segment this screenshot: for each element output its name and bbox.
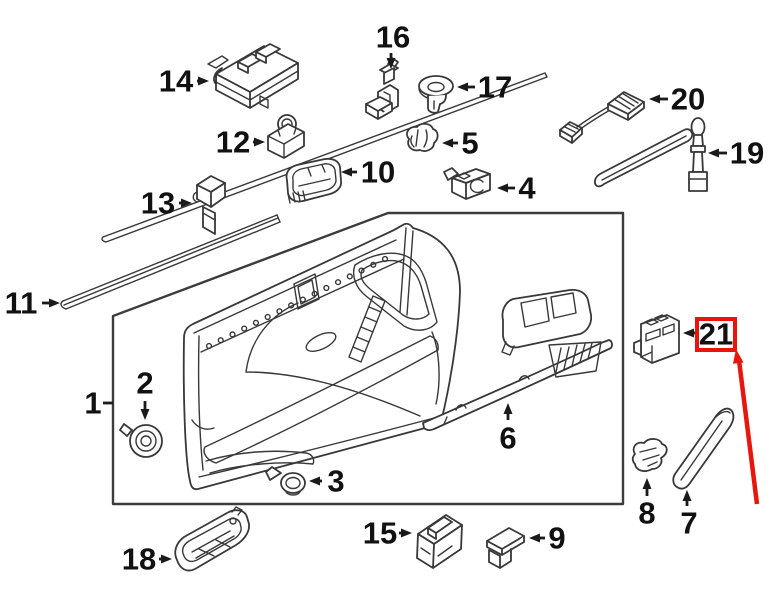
screw-hole-dot bbox=[252, 319, 260, 326]
leader-arrow-15 bbox=[399, 528, 412, 538]
part-label-11[interactable]: 11 bbox=[5, 286, 38, 321]
part-label-20[interactable]: 20 bbox=[671, 82, 705, 117]
leader-arrow-4 bbox=[497, 183, 515, 193]
part-7-trim-wedge bbox=[672, 407, 735, 490]
screw-hole-dot bbox=[229, 331, 236, 338]
part-label-17[interactable]: 17 bbox=[478, 70, 512, 105]
leader-arrow-12 bbox=[253, 137, 265, 147]
part-label-6[interactable]: 6 bbox=[499, 421, 516, 456]
leader-arrow-3 bbox=[309, 476, 322, 486]
leader-arrow-9 bbox=[529, 533, 545, 543]
highlight-arrowhead bbox=[733, 349, 744, 364]
part-6-trim-strip bbox=[422, 339, 613, 431]
leader-arrow-10 bbox=[341, 167, 357, 177]
regulator-rail-hatch bbox=[348, 295, 386, 363]
part-2-tweeter-speaker bbox=[119, 423, 163, 458]
leader-arrow-13 bbox=[179, 198, 192, 208]
highlight-arrow bbox=[736, 359, 760, 505]
screw-hole-dot bbox=[217, 337, 224, 344]
leader-arrow-17 bbox=[457, 82, 475, 92]
part-label-15[interactable]: 15 bbox=[363, 516, 397, 551]
part-3-panel-clip bbox=[265, 466, 306, 496]
door-panel-group-box bbox=[111, 211, 625, 506]
part-15-window-switch bbox=[416, 514, 463, 569]
highlight-box bbox=[695, 317, 737, 352]
part-label-4[interactable]: 4 bbox=[518, 171, 536, 206]
leader-arrow-21 bbox=[683, 328, 696, 338]
part-label-1[interactable]: 1 bbox=[84, 386, 101, 421]
part-14-master-window-switch bbox=[207, 43, 299, 109]
leader-arrow-11 bbox=[42, 298, 60, 308]
part-label-8[interactable]: 8 bbox=[638, 496, 655, 531]
leader-arrow-7 bbox=[682, 490, 692, 506]
part-10-switch-bezel bbox=[285, 157, 343, 204]
leader-arrow-19 bbox=[708, 148, 727, 158]
part-4-switch bbox=[443, 167, 491, 200]
part-13-switch bbox=[192, 175, 226, 235]
leader-arrow-5 bbox=[442, 138, 458, 148]
leader-arrow-6 bbox=[503, 403, 513, 420]
part-label-9[interactable]: 9 bbox=[548, 521, 565, 556]
screw-hole-dot bbox=[264, 313, 271, 321]
leader-arrow-16 bbox=[386, 53, 396, 69]
part-20-wiring-harness bbox=[559, 91, 645, 144]
part-label-10[interactable]: 10 bbox=[361, 155, 395, 190]
part-8-clip bbox=[631, 438, 668, 472]
part-label-3[interactable]: 3 bbox=[327, 464, 344, 499]
part-label-16[interactable]: 16 bbox=[376, 20, 410, 55]
leader-arrow-2 bbox=[140, 401, 150, 420]
part-label-7[interactable]: 7 bbox=[680, 506, 697, 541]
part-label-18[interactable]: 18 bbox=[122, 542, 156, 577]
screw-hole-dot bbox=[241, 325, 248, 332]
part-1-door-trim-panel bbox=[182, 222, 461, 491]
part-label-5[interactable]: 5 bbox=[461, 126, 478, 161]
part-label-21[interactable]: 21 bbox=[699, 317, 733, 352]
part-label-14[interactable]: 14 bbox=[159, 64, 194, 99]
part-19-cable-retainer bbox=[593, 117, 708, 192]
leader-arrow-8 bbox=[642, 478, 652, 496]
part-18-pull-cup bbox=[174, 506, 250, 572]
part-21-control-module bbox=[633, 314, 680, 364]
inner-door-handle-bezel bbox=[501, 288, 593, 356]
leader-arrow-14 bbox=[197, 76, 209, 86]
screw-hole-dot bbox=[323, 284, 330, 292]
leader-arrow-18 bbox=[159, 554, 172, 564]
part-label-12[interactable]: 12 bbox=[216, 125, 250, 160]
screw-hole-dot bbox=[334, 279, 342, 286]
part-label-2[interactable]: 2 bbox=[136, 366, 153, 401]
screw-hole-dot bbox=[346, 273, 353, 280]
highlight-part-21 bbox=[695, 317, 760, 505]
part-9-switch-blank bbox=[486, 527, 525, 569]
part-12-mirror-switch bbox=[267, 114, 305, 159]
part-5-clip bbox=[406, 122, 439, 152]
part-16-sensor bbox=[365, 57, 399, 120]
screw-hole-dot bbox=[205, 342, 213, 350]
part-11-belt-weatherstrip bbox=[60, 72, 548, 310]
part-label-13[interactable]: 13 bbox=[141, 186, 175, 221]
part-label-19[interactable]: 19 bbox=[730, 136, 764, 171]
part-17-grommet-nut bbox=[418, 75, 454, 114]
leader-arrow-20 bbox=[649, 94, 668, 104]
screw-hole-dots bbox=[205, 255, 389, 350]
